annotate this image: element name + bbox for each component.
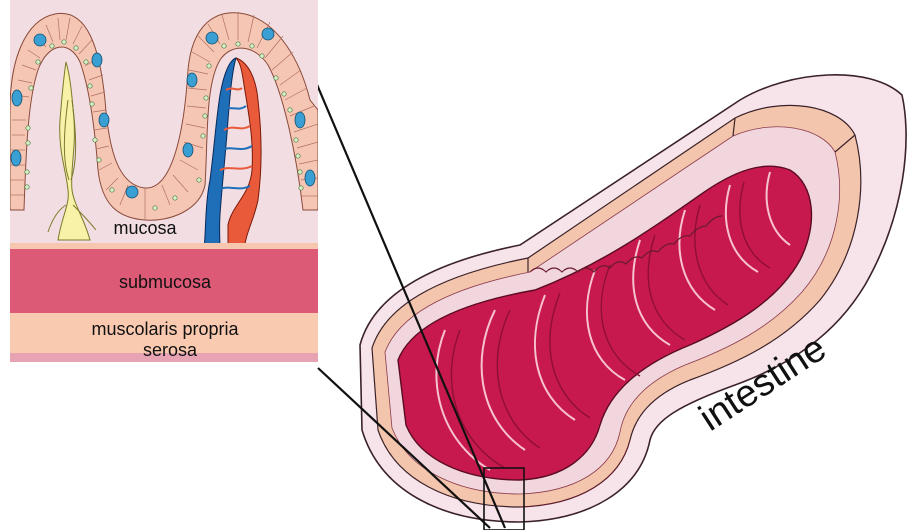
label-serosa: serosa xyxy=(143,340,198,360)
wall-layers-inset xyxy=(10,0,318,362)
label-submucosa: submucosa xyxy=(119,272,212,292)
intestine-illustration xyxy=(360,75,906,522)
label-muscularis: muscolaris propria xyxy=(91,319,239,339)
label-mucosa: mucosa xyxy=(113,218,177,238)
muscularis-mucosae xyxy=(10,243,318,249)
